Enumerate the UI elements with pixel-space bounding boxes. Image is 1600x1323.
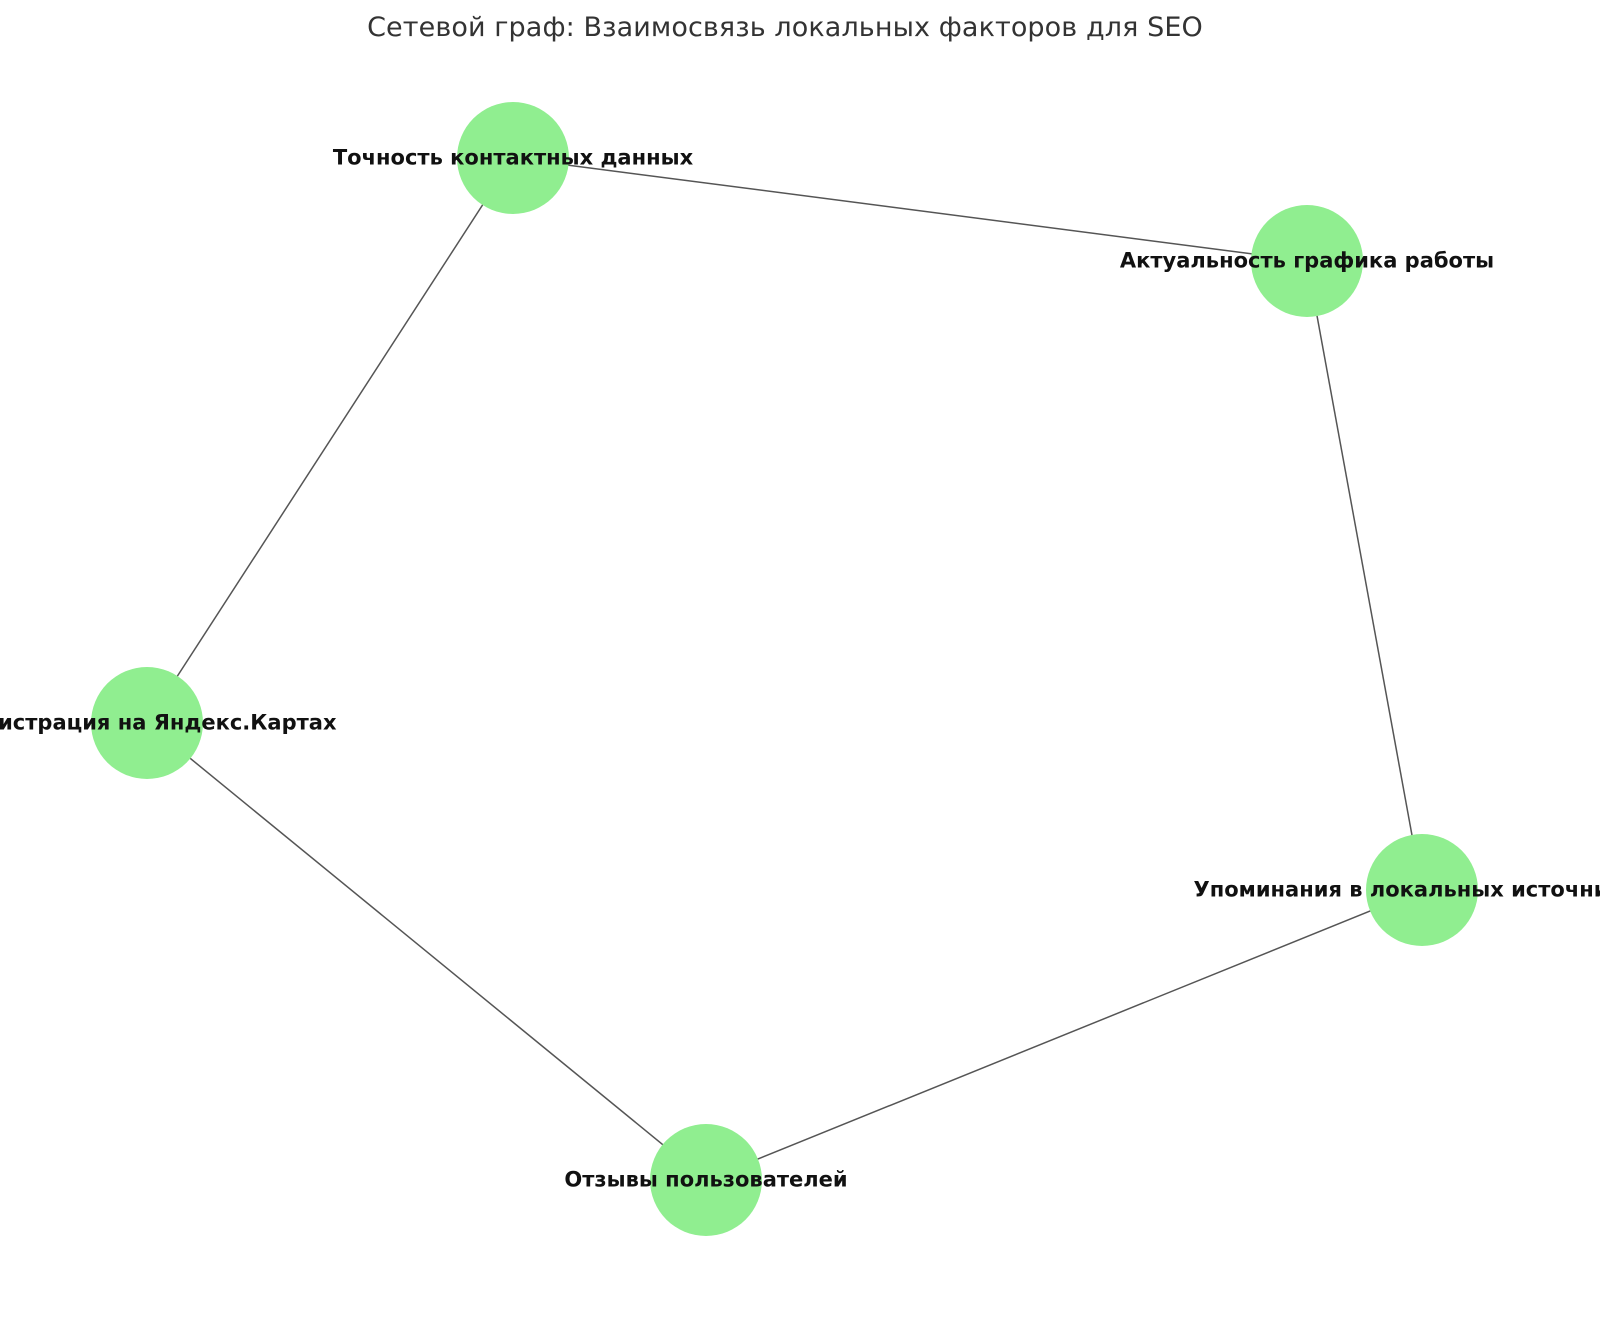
node-circle[interactable]	[91, 667, 203, 779]
graph-edge	[512, 157, 1308, 262]
node-label: Упоминания в локальных источниках	[1193, 877, 1600, 902]
page-title: Сетевой граф: Взаимосвязь локальных факт…	[367, 12, 1203, 43]
node-circle[interactable]	[650, 1124, 762, 1236]
graph-edge	[146, 722, 707, 1181]
graph-edge	[1306, 260, 1423, 891]
graph-edge	[705, 889, 1423, 1181]
node-circle[interactable]	[1366, 834, 1478, 946]
node-circle[interactable]	[1251, 205, 1363, 317]
node-label: Регистрация на Яндекс.Картах	[0, 710, 337, 735]
graph-edge	[146, 157, 514, 724]
node-label: Точность контактных данных	[332, 145, 694, 170]
node-circle[interactable]	[457, 102, 569, 214]
node-label: Отзывы пользователей	[564, 1167, 848, 1192]
node-label: Актуальность графика работы	[1119, 248, 1495, 273]
